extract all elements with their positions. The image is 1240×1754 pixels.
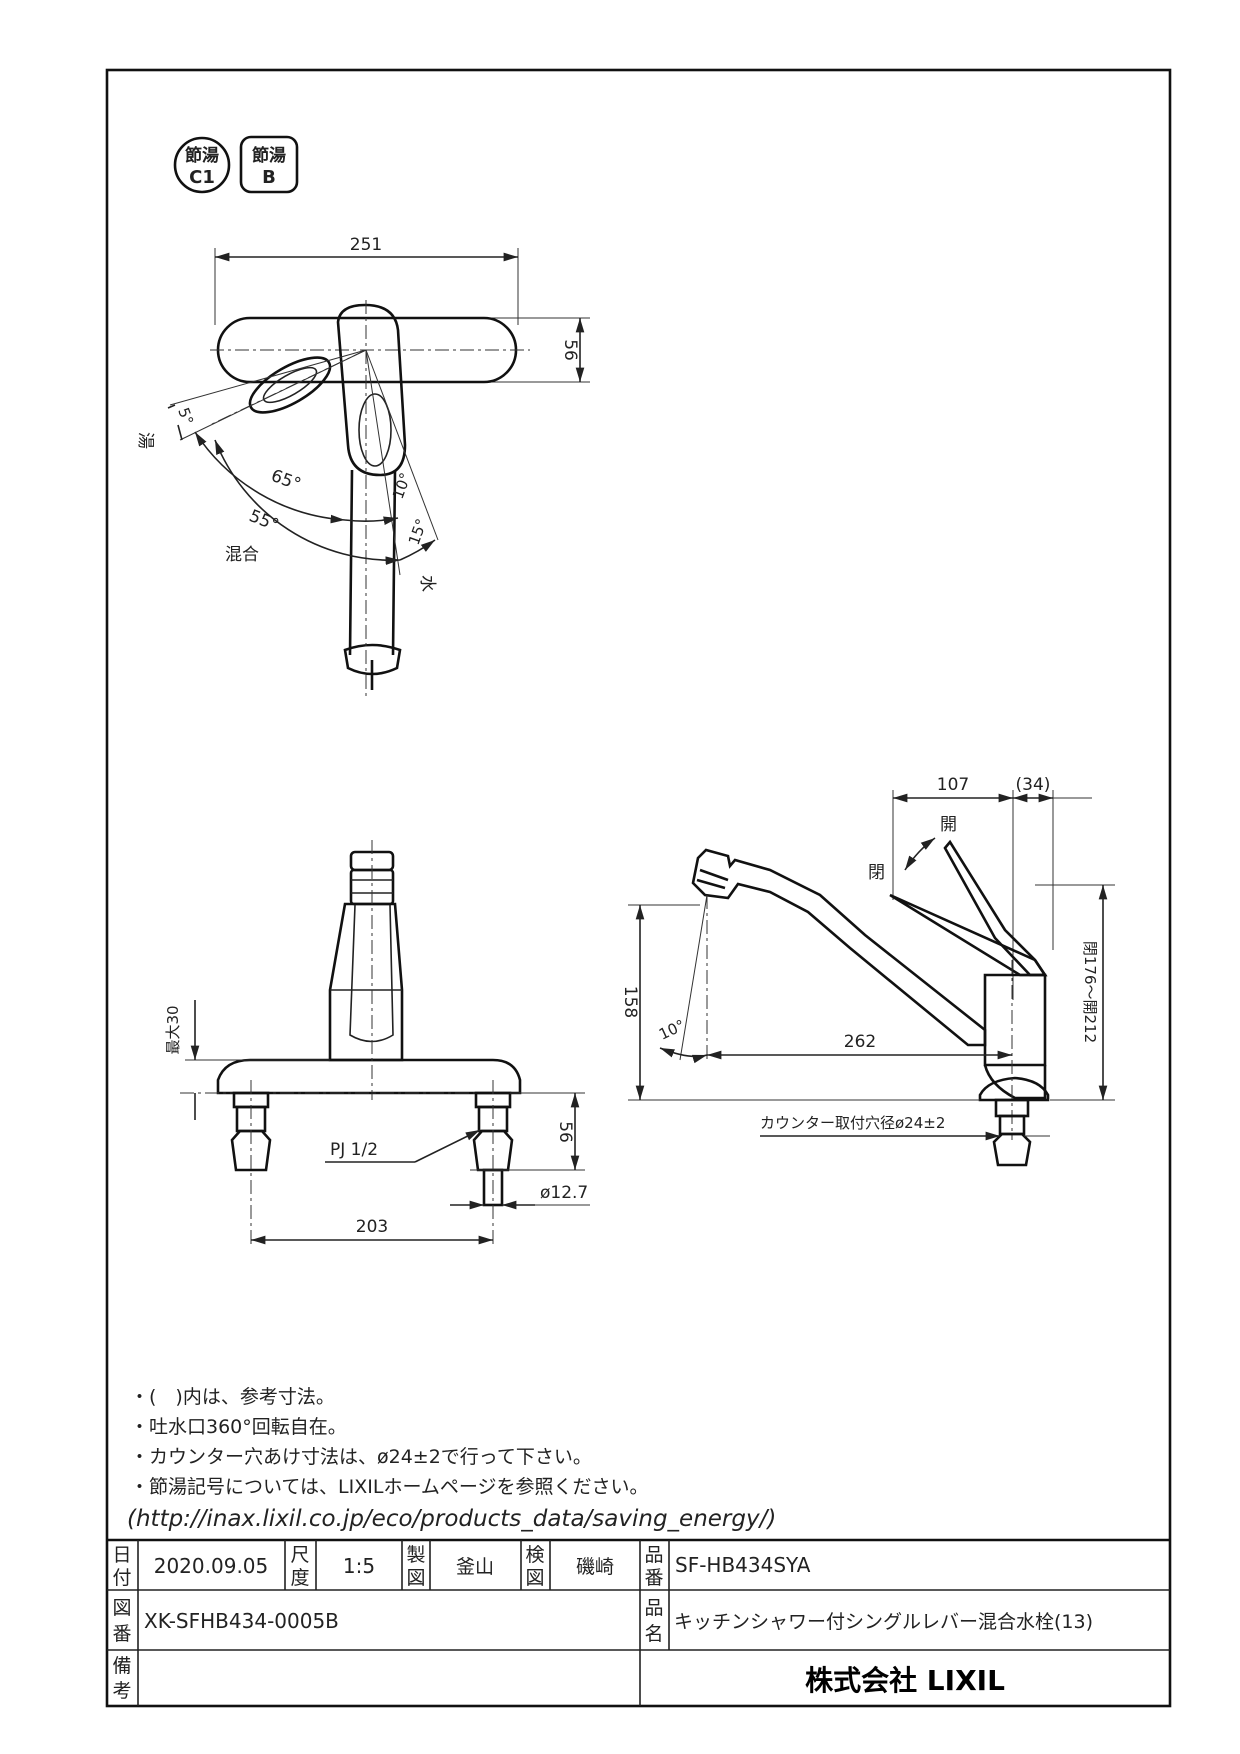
tb-drawing-no-value: XK-SFHB434-0005B	[144, 1609, 339, 1633]
pj-label: PJ 1/2	[330, 1140, 378, 1160]
dim-158: 158	[620, 986, 640, 1018]
badge-c1-bottom: C1	[189, 167, 215, 188]
tb-product-name-value: キッチンシャワー付シングルレバー混合水栓(13)	[674, 1611, 1093, 1633]
label-mix: 混合	[225, 545, 259, 565]
badge-b: 節湯 B	[239, 135, 299, 194]
angle-65-label: 65°	[268, 466, 303, 495]
angle-55-label: 55°	[246, 506, 281, 536]
label-open: 開	[940, 815, 957, 835]
badge-c1-top: 節湯	[184, 145, 219, 166]
dim-262: 262	[844, 1032, 876, 1052]
dim-dia127: ø12.7	[540, 1183, 588, 1203]
tb-checked-label-1: 検	[525, 1544, 544, 1566]
tb-remarks-label-1: 備	[112, 1655, 131, 1677]
top-view: 251 56 5° 65°	[135, 235, 590, 700]
tb-product-no-label-1: 品	[644, 1544, 663, 1566]
tb-scale-label-1: 尺	[290, 1544, 309, 1566]
label-cold: 水	[417, 575, 437, 592]
tb-checked-value: 磯崎	[576, 1556, 614, 1578]
dim-107: 107	[937, 775, 969, 795]
tb-drawn-label-2: 図	[406, 1567, 425, 1589]
notes: ・( )内は、参考寸法。 ・吐水口360°回転自在。 ・カウンター穴あけ寸法は、…	[127, 1386, 776, 1532]
label-close: 閉	[868, 863, 885, 883]
note-3: ・カウンター穴あけ寸法は、ø24±2で行って下さい。	[130, 1446, 592, 1468]
dim-max30: 最大30	[164, 1005, 182, 1054]
tb-product-name-label-1: 品	[644, 1597, 663, 1619]
front-view: 最大30 56 PJ 1/2 ø12.7 203	[164, 840, 590, 1245]
label-hot: 湯	[135, 432, 155, 449]
tb-date-label-2: 付	[112, 1567, 131, 1589]
dim-56-top: 56	[560, 339, 580, 361]
tb-date-label-1: 日	[112, 1544, 131, 1566]
company-logo: 株式会社 LIXIL	[805, 1664, 1005, 1697]
tb-scale-value: 1:5	[343, 1554, 375, 1578]
tb-drawing-no-label-1: 図	[112, 1597, 131, 1619]
badge-b-bottom: B	[262, 167, 276, 188]
tb-product-no-value: SF-HB434SYA	[675, 1553, 811, 1577]
angle-5-label: 5°	[174, 405, 197, 427]
dim-56-pipe: 56	[555, 1121, 575, 1143]
tb-checked-label-2: 図	[525, 1567, 544, 1589]
badge-b-top: 節湯	[251, 145, 286, 166]
note-url: (http://inax.lixil.co.jp/eco/products_da…	[127, 1506, 776, 1532]
title-block: 日 付 2020.09.05 尺 度 1:5 製 図 釜山 検 図 磯崎 品 番…	[107, 1538, 1170, 1706]
tb-drawing-no-label-2: 番	[112, 1623, 131, 1645]
badge-c1: 節湯 C1	[173, 136, 231, 194]
tb-product-name-label-2: 名	[644, 1623, 663, 1645]
note-2: ・吐水口360°回転自在。	[130, 1416, 347, 1438]
angle-10-label: 10°	[389, 470, 415, 501]
tb-remarks-label-2: 考	[112, 1680, 131, 1702]
tb-drawn-value: 釜山	[456, 1556, 494, 1578]
sheet-border	[105, 68, 1172, 1708]
dim-251: 251	[350, 235, 382, 255]
tb-scale-label-2: 度	[290, 1567, 309, 1589]
note-hole: カウンター取付穴径ø24±2	[760, 1114, 945, 1132]
dim-34: (34)	[1016, 775, 1051, 795]
tb-date-value: 2020.09.05	[154, 1554, 269, 1578]
dim-203: 203	[356, 1217, 388, 1237]
dim-lever-range: 閉176～開212	[1081, 941, 1099, 1043]
tb-product-no-label-2: 番	[644, 1567, 663, 1589]
tb-drawn-label-1: 製	[406, 1544, 425, 1566]
note-1: ・( )内は、参考寸法。	[130, 1386, 335, 1408]
angle-15-label: 15°	[405, 516, 431, 547]
side-view: 107 (34) 開 閉 158	[620, 775, 1115, 1167]
note-4: ・節湯記号については、LIXILホームページを参照ください。	[130, 1476, 649, 1498]
